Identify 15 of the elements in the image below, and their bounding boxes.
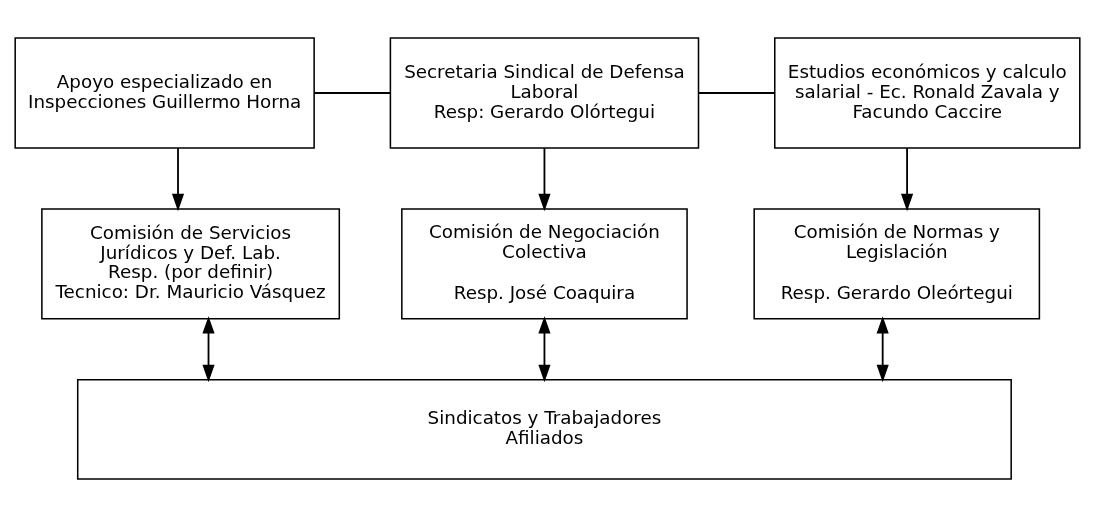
node-box: Comisión de Servicios Jurídicos y Def. Lab. Resp. (por definir) Tecnico: Dr. Mauricio Vásquez (41, 208, 341, 320)
node-box: Sindicatos y Trabajadores Afiliados (76, 379, 1012, 480)
connector (697, 92, 776, 94)
arrow (202, 316, 215, 383)
arrow (876, 316, 889, 383)
node-box: Comisión de Negociación Colectiva Resp. José Coaquira (401, 208, 688, 320)
node-box: Secretaria Sindical de Defensa Laboral Resp: Gerardo Olórtegui (389, 37, 700, 149)
node-box: Estudios económicos y calculo salarial - Ec. Ronald Zavala y Facundo Caccire (774, 37, 1081, 149)
arrow (900, 147, 914, 212)
arrow (538, 147, 551, 212)
connector (313, 92, 391, 94)
arrow (171, 147, 185, 212)
arrow (538, 316, 551, 383)
node-box: Comisión de Normas y Legislación Resp. Gerardo Oleórtegui (753, 208, 1041, 320)
node-box: Apoyo especializado en Inspecciones Guillermo Horna (14, 37, 315, 149)
